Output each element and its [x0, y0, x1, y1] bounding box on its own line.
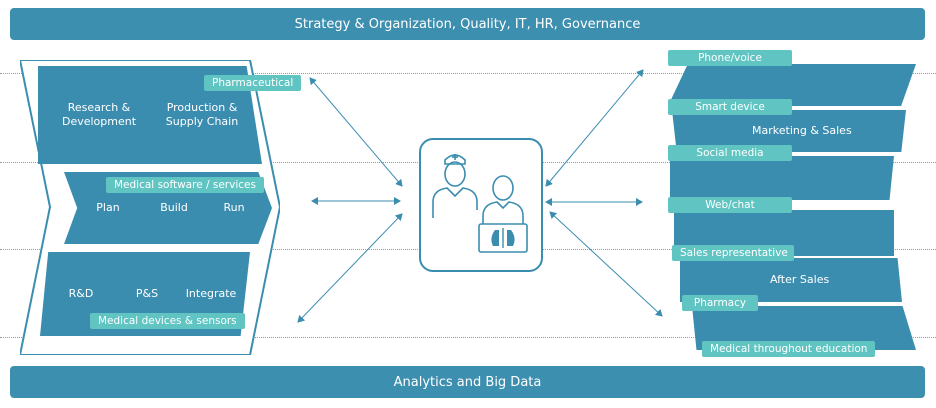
- dotted-line: [0, 337, 936, 338]
- rd-label: R&D: [68, 287, 94, 300]
- patient-icon: [482, 175, 524, 226]
- tag-medical-education: Medical throughout education: [702, 341, 876, 357]
- tag-pharmaceutical: Pharmaceutical: [204, 75, 302, 91]
- tag-pharmacy: Pharmacy: [682, 295, 758, 311]
- marketing-sales-label: Marketing & Sales: [752, 124, 852, 137]
- integrate-label: Integrate: [185, 287, 237, 300]
- run-label: Run: [223, 201, 245, 214]
- tag-medical-software: Medical software / services: [106, 177, 264, 193]
- after-sales-label: After Sales: [770, 273, 830, 286]
- bottom-banner-label: Analytics and Big Data: [393, 374, 542, 390]
- tag-social-media: Social media: [668, 145, 792, 161]
- build-label: Build: [160, 201, 188, 214]
- arrow-left-bottom: [297, 213, 403, 323]
- right-box-3: [670, 156, 894, 200]
- right-box-5: [680, 258, 902, 302]
- doctor-patient-box: [419, 138, 543, 272]
- arrow-left-top: [309, 77, 403, 187]
- top-banner-label: Strategy & Organization, Quality, IT, HR…: [294, 16, 641, 32]
- doctor-patient-illustration: [432, 154, 528, 253]
- arrow-right-bottom: [549, 211, 663, 317]
- xray-icon: [478, 223, 528, 253]
- research-development-label: Research & Development: [61, 101, 137, 128]
- doctor-icon: [432, 154, 478, 218]
- production-supply-label: Production & Supply Chain: [165, 101, 239, 128]
- top-banner: Strategy & Organization, Quality, IT, HR…: [10, 8, 925, 40]
- ps-label: P&S: [135, 287, 159, 300]
- dotted-line: [0, 73, 936, 74]
- tag-phone-voice: Phone/voice: [668, 50, 792, 66]
- tag-web-chat: Web/chat: [668, 197, 792, 213]
- tag-smart-device: Smart device: [668, 99, 792, 115]
- tag-sales-representative: Sales representative: [672, 245, 794, 261]
- bottom-banner: Analytics and Big Data: [10, 366, 925, 398]
- arrow-right-top: [545, 69, 644, 187]
- tag-medical-devices: Medical devices & sensors: [90, 313, 245, 329]
- plan-label: Plan: [96, 201, 120, 214]
